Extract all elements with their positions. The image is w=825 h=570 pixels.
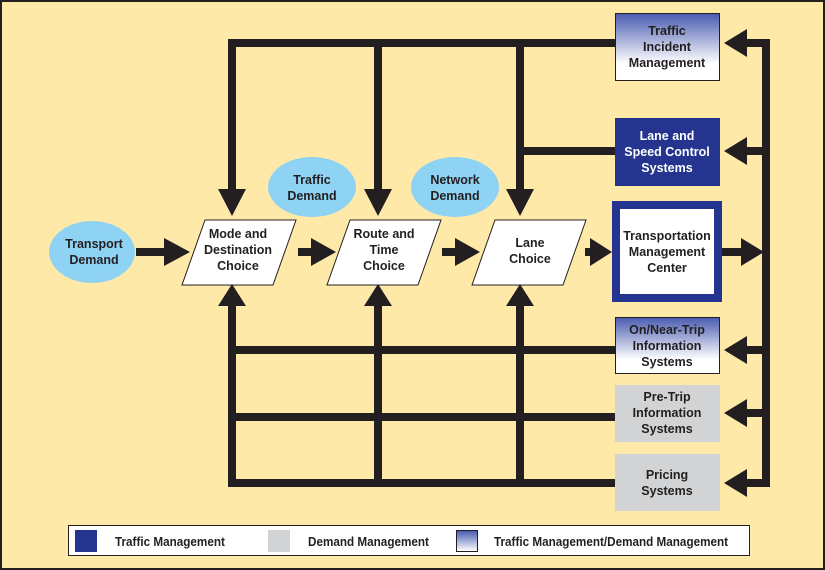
arrowhead-right-tmc: [590, 238, 612, 266]
choice-label-line: Route and: [353, 227, 414, 241]
arrowhead-left-lsc: [724, 137, 747, 165]
demand-ellipse-transport: Transport Demand: [49, 221, 135, 283]
legend-label: Traffic Management/Demand Management: [494, 533, 729, 549]
legend-label: Traffic Management: [115, 533, 225, 549]
legend-item-traffic-demand-management: Traffic Management/Demand Management: [456, 530, 754, 552]
system-label-line: Management: [629, 56, 706, 70]
arrowhead-down-mode: [218, 189, 246, 216]
ellipse-label-line: Transport: [65, 237, 123, 251]
system-label-line: Systems: [641, 161, 692, 175]
system-label-line: Speed Control: [624, 145, 709, 159]
choice-label-line: Choice: [363, 259, 405, 273]
system-box-pricing: Pricing Systems: [615, 454, 720, 511]
system-label-line: Lane and: [640, 129, 695, 143]
legend-swatch-traffic-management: [75, 530, 97, 552]
arrowhead-up-route: [364, 284, 392, 306]
ellipse-label-line: Traffic: [293, 173, 331, 187]
system-label-line: Incident: [643, 40, 692, 54]
choice-label-line: Choice: [217, 259, 259, 273]
connector-lines: [136, 39, 770, 487]
choice-label-line: Time: [370, 243, 399, 257]
system-label-line: Pre-Trip: [643, 390, 691, 404]
legend-swatch-traffic-demand-management: [456, 530, 478, 552]
system-label-line: Information: [633, 406, 702, 420]
legend-item-traffic-management: Traffic Management: [75, 530, 237, 552]
demand-ellipse-network: Network Demand: [411, 157, 499, 217]
legend-swatch-demand-management: [268, 530, 290, 552]
arrowhead-left-tim: [724, 29, 747, 57]
arrowhead-right-mode: [164, 238, 190, 266]
arrowhead-down-route: [364, 189, 392, 216]
choice-label-line: Destination: [204, 243, 272, 257]
ellipse-label-line: Demand: [69, 253, 118, 267]
system-label-line: Information: [633, 339, 702, 353]
choice-label-line: Choice: [509, 252, 551, 266]
choice-box-lane: Lane Choice: [471, 219, 587, 286]
arrowhead-left-pricing: [724, 469, 747, 497]
legend: Traffic Management Demand Management Tra…: [68, 525, 750, 556]
ellipse-label-line: Demand: [287, 189, 336, 203]
ellipse-label-line: Network: [430, 173, 479, 187]
demand-ellipse-traffic: Traffic Demand: [268, 157, 356, 217]
choice-label-line: Mode and: [209, 227, 267, 241]
arrowhead-up-mode: [218, 284, 246, 306]
system-box-lane-speed-control: Lane and Speed Control Systems: [615, 118, 720, 186]
ellipse-label-line: Demand: [430, 189, 479, 203]
system-label-line: Pricing: [646, 468, 688, 482]
arrowhead-up-lane: [506, 284, 534, 306]
choice-box-mode-destination: Mode and Destination Choice: [181, 219, 297, 286]
arrowhead-right-lane: [455, 238, 480, 266]
choice-label-line: Lane: [515, 236, 544, 250]
legend-label: Demand Management: [308, 533, 429, 549]
system-label-line: Systems: [641, 422, 692, 436]
system-box-on-near-trip-information: On/Near-Trip Information Systems: [615, 317, 720, 374]
system-label-line: Traffic: [648, 24, 686, 38]
system-label-line: On/Near-Trip: [629, 323, 705, 337]
system-box-pre-trip-information: Pre-Trip Information Systems: [615, 385, 720, 442]
tmc-label-line: Transportation: [623, 229, 711, 243]
arrowhead-right-bus: [741, 238, 764, 266]
system-box-traffic-incident-management: Traffic Incident Management: [615, 13, 720, 81]
tmc-label-line: Management: [629, 245, 706, 259]
arrowhead-down-lane: [506, 189, 534, 216]
arrowhead-right-route: [311, 238, 336, 266]
system-label-line: Systems: [641, 355, 692, 369]
arrowhead-left-pretrip: [724, 399, 747, 427]
transportation-management-center-box: Transportation Management Center: [612, 201, 722, 302]
system-label-line: Systems: [641, 484, 692, 498]
choice-box-route-time: Route and Time Choice: [326, 219, 442, 286]
arrowhead-left-ontrip: [724, 336, 747, 364]
tmc-label-line: Center: [647, 261, 687, 275]
legend-item-demand-management: Demand Management: [268, 530, 442, 552]
